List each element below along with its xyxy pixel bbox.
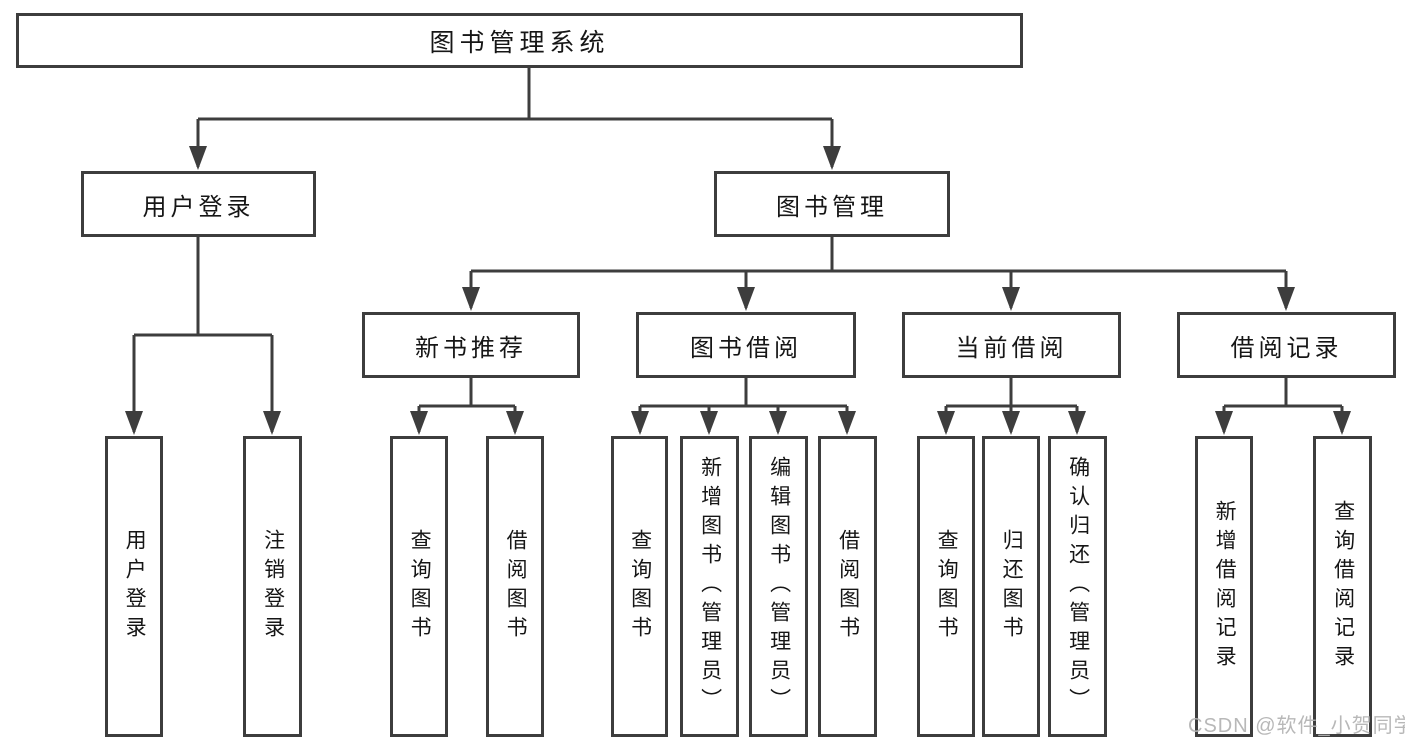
node-label: 编辑图书（管理员） [767, 456, 791, 717]
node-leaf-edit-book-admin: 编辑图书（管理员） [749, 436, 808, 737]
node-label: 确认归还（管理员） [1066, 456, 1090, 717]
node-leaf-return-book: 归还图书 [982, 436, 1040, 737]
node-label: 查询图书 [408, 528, 432, 645]
node-root: 图书管理系统 [16, 13, 1023, 68]
node-label: 借阅图书 [836, 528, 860, 645]
node-leaf-query-book-3: 查询图书 [917, 436, 975, 737]
node-label: 查询图书 [935, 528, 959, 645]
node-leaf-logout: 注销登录 [243, 436, 302, 737]
node-leaf-add-book-admin: 新增图书（管理员） [680, 436, 739, 737]
watermark: CSDN @软件_小贺同学 [1188, 715, 1405, 737]
node-label: 用户登录 [123, 528, 147, 645]
node-leaf-borrow-book-2: 借阅图书 [818, 436, 877, 737]
node-book-management: 图书管理 [714, 171, 950, 237]
node-book-borrow: 图书借阅 [636, 312, 856, 378]
node-label: 注销登录 [261, 528, 285, 645]
node-label: 查询借阅记录 [1331, 499, 1355, 674]
node-leaf-query-book-1: 查询图书 [390, 436, 448, 737]
node-leaf-query-borrow-record: 查询借阅记录 [1313, 436, 1372, 737]
node-leaf-confirm-return-admin: 确认归还（管理员） [1048, 436, 1107, 737]
node-label: 归还图书 [1000, 528, 1024, 645]
node-new-book-recommend: 新书推荐 [362, 312, 580, 378]
node-label: 新增图书（管理员） [698, 456, 722, 717]
node-leaf-borrow-book-1: 借阅图书 [486, 436, 544, 737]
node-label: 查询图书 [628, 528, 652, 645]
node-leaf-user-login: 用户登录 [105, 436, 163, 737]
node-borrow-records: 借阅记录 [1177, 312, 1396, 378]
node-leaf-add-borrow-record: 新增借阅记录 [1195, 436, 1253, 737]
node-label: 借阅图书 [504, 528, 528, 645]
node-leaf-query-book-2: 查询图书 [611, 436, 668, 737]
node-label: 新增借阅记录 [1213, 499, 1237, 674]
node-current-borrow: 当前借阅 [902, 312, 1121, 378]
node-user-login: 用户登录 [81, 171, 316, 237]
